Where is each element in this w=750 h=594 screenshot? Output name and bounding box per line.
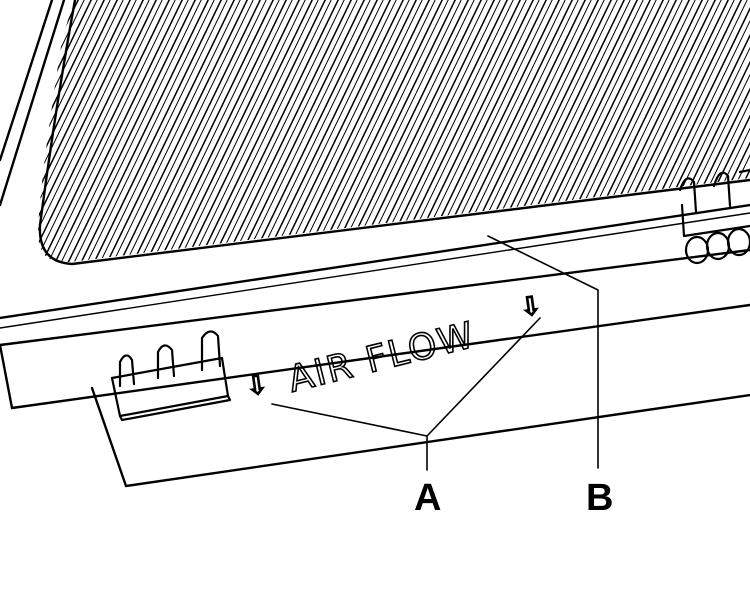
- airflow-arrow-left: ⇩: [244, 370, 270, 403]
- left-mounting-clip: [110, 330, 232, 422]
- pleated-filter-media: [38, 0, 750, 263]
- leader-a-left: [271, 403, 428, 437]
- airflow-label: AIR FLOW: [284, 315, 479, 401]
- leader-a-right: [426, 317, 541, 437]
- callout-label-a: A: [414, 477, 441, 519]
- filter-housing: [0, 0, 750, 488]
- callout-leaders: [271, 235, 599, 471]
- right-mounting-clip: [678, 168, 750, 265]
- leader-b: [487, 235, 599, 469]
- callout-label-b: B: [586, 477, 613, 519]
